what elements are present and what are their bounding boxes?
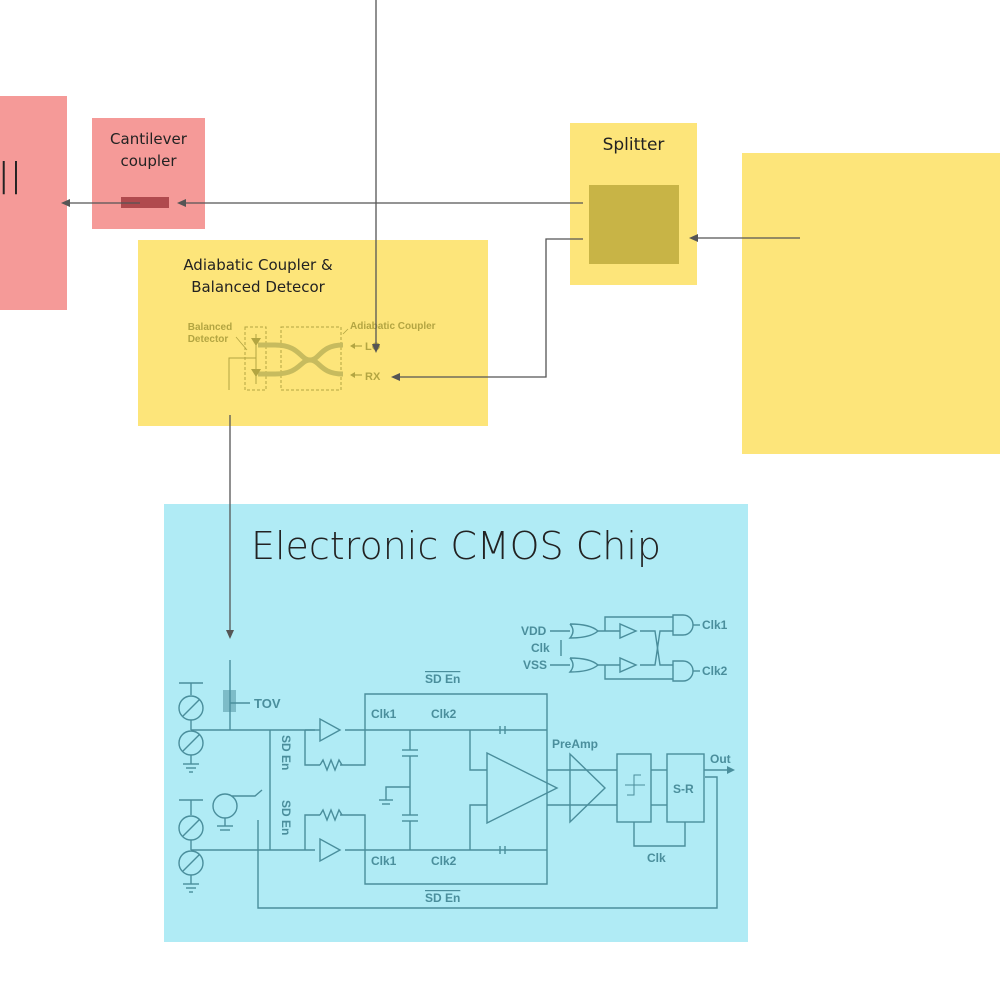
tov-element (223, 690, 236, 712)
left-block: ll (0, 96, 67, 310)
arrow-splitter (689, 234, 698, 242)
splitter-to-rx-line (395, 238, 583, 378)
arrow-rx (391, 373, 400, 381)
sd-en-label-2: SD En (279, 800, 293, 835)
right-block (742, 153, 1000, 454)
sd-en-bar-top-label: SD En (425, 672, 460, 686)
clk2-bottom-label: Clk2 (431, 854, 457, 868)
cantilever-label-line2: coupler (120, 152, 177, 170)
clk2-out-label: Clk2 (702, 664, 728, 678)
arrow-cantilever (177, 199, 186, 207)
out-arrow-icon (727, 766, 735, 774)
vdd-label: VDD (521, 624, 547, 638)
photodiode-top-icon (251, 338, 261, 346)
adiabatic-coupler-label: Adiabatic Coupler (350, 321, 436, 332)
tov-label: TOV (254, 696, 281, 711)
preamp-label: PreAmp (552, 737, 598, 751)
adiabatic-label-line1: Adiabatic Coupler & (183, 256, 333, 274)
cantilever-label-line1: Cantilever (110, 130, 187, 148)
clk1-top-label: Clk1 (371, 707, 397, 721)
clk-input-label: Clk (531, 641, 550, 655)
splitter-element (589, 185, 679, 264)
arrow-left-block (61, 199, 70, 207)
splitter-block: Splitter (570, 123, 697, 285)
sd-en-label-1: SD En (279, 735, 293, 770)
photodiode-bottom-icon (251, 369, 261, 377)
preamp (569, 752, 607, 824)
sd-en-bar-bottom-label: SD En (425, 891, 460, 905)
cantilever-element (121, 197, 169, 208)
waveguide-bottom (258, 357, 344, 377)
vss-label: VSS (523, 658, 547, 672)
opamp (486, 751, 559, 825)
arrow-lo (372, 344, 380, 353)
adiabatic-coupler-block: Adiabatic Coupler & Balanced Detecor (138, 240, 488, 426)
clk1-bottom-label: Clk1 (371, 854, 397, 868)
adiabatic-label-line2: Balanced Detecor (191, 278, 325, 296)
clk1-out-label: Clk1 (702, 618, 728, 632)
cmos-chip-block: Electronic CMOS Chip (164, 504, 748, 942)
cantilever-coupler-block: Cantilever coupler (92, 118, 205, 229)
sr-label: S-R (673, 782, 694, 796)
out-label: Out (710, 752, 731, 766)
rx-label: RX (365, 371, 381, 383)
balanced-detector-label-2: Detector (188, 334, 229, 345)
current-source (212, 793, 238, 819)
arrow-cmos (226, 630, 234, 639)
splitter-label: Splitter (602, 135, 665, 155)
clk2-top-label: Clk2 (431, 707, 457, 721)
left-block-label: ll (0, 154, 23, 205)
balanced-detector-label-1: Balanced (188, 322, 232, 333)
coupler-dashed-box (280, 326, 342, 391)
clk-label: Clk (647, 851, 666, 865)
cmos-chip-title: Electronic CMOS Chip (250, 524, 662, 568)
